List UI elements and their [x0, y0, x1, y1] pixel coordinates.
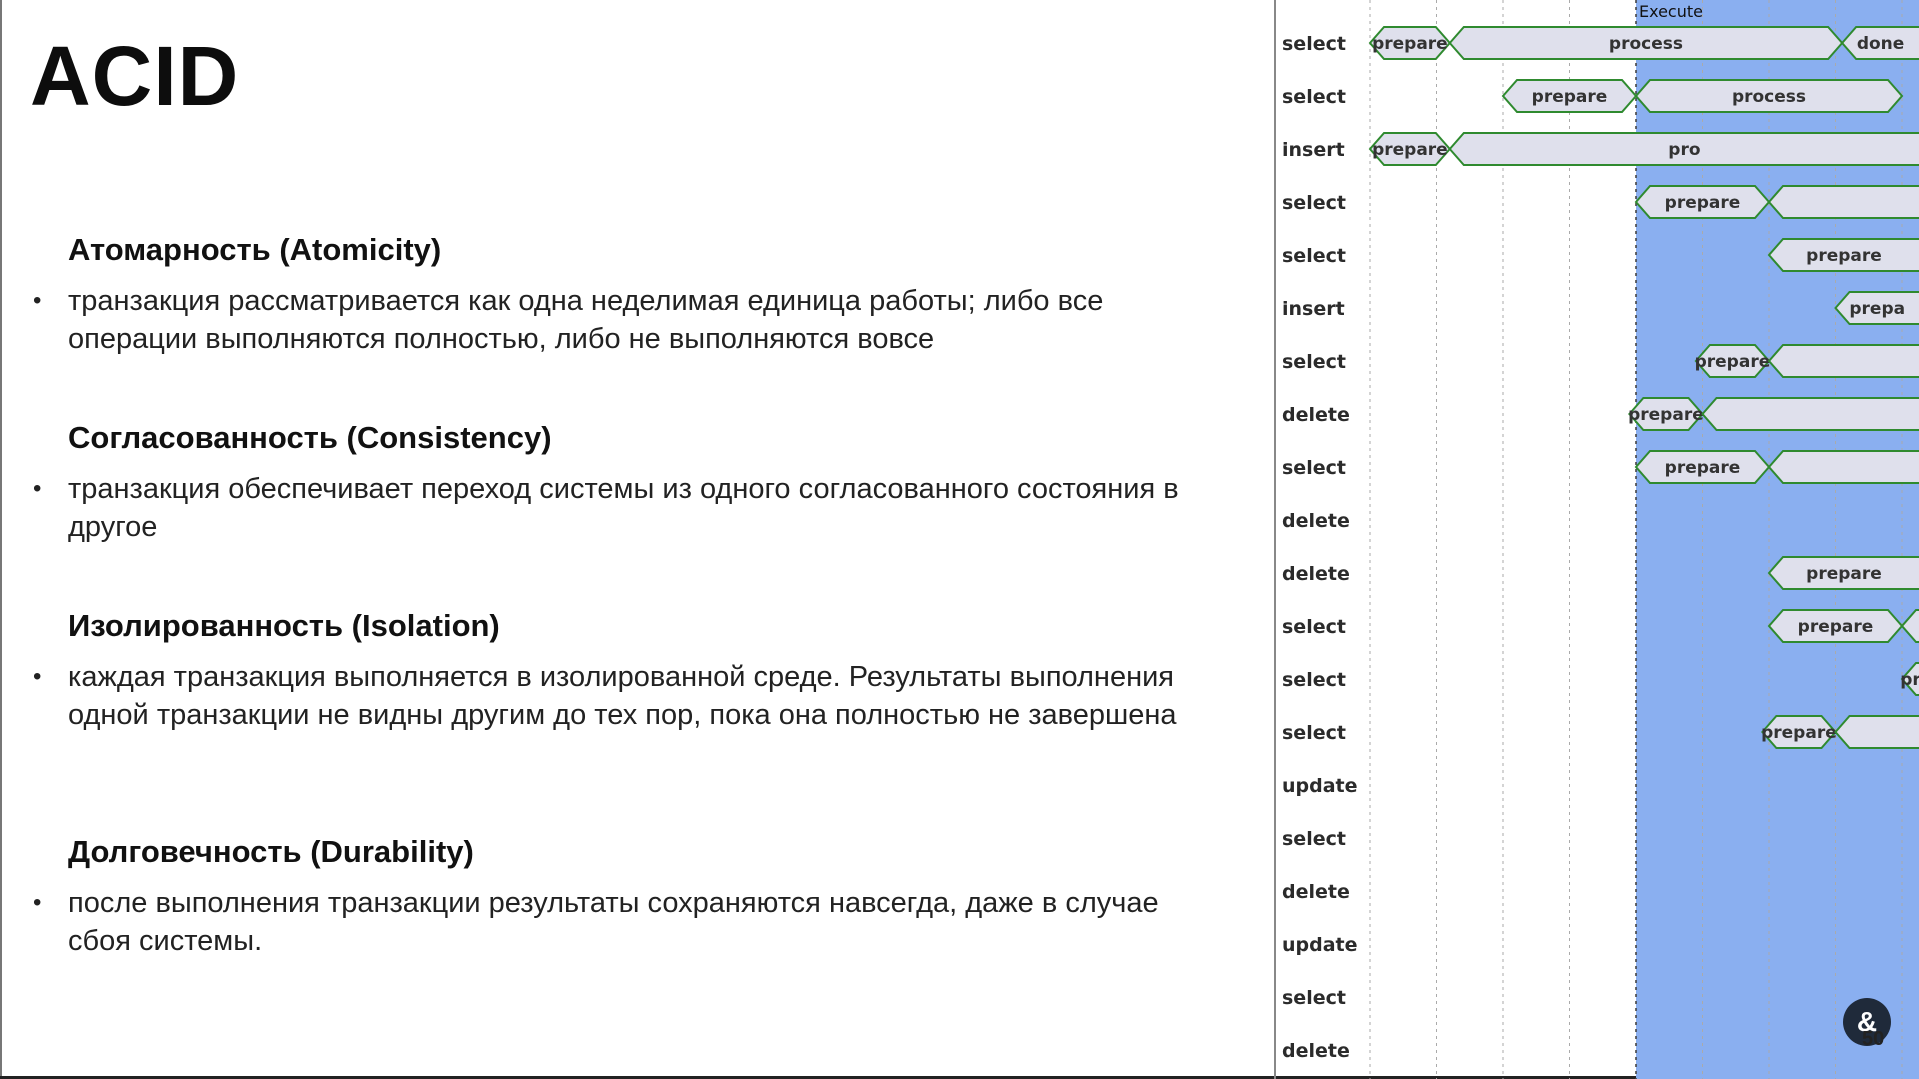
segment-label: prepare — [1665, 193, 1741, 213]
segment-label: pr — [1900, 670, 1919, 690]
operation-label: select — [1282, 987, 1346, 1009]
bullet-body: каждая транзакция выполняется в изолиров… — [68, 661, 1177, 731]
operation-label: delete — [1282, 404, 1350, 426]
segment-label: prepare — [1665, 458, 1741, 478]
bullet-text: • транзакция обеспечивает переход систем… — [33, 470, 1208, 546]
operation-label: insert — [1282, 298, 1345, 320]
execute-label: Execute — [1639, 2, 1703, 21]
operation-label: select — [1282, 722, 1346, 744]
segment-label: pro — [1668, 140, 1700, 160]
segment-label: process — [1609, 34, 1683, 54]
bullet-dot: • — [33, 663, 42, 690]
segment-label: done — [1857, 34, 1904, 54]
segment-label: prepa — [1849, 299, 1905, 319]
operation-label: select — [1282, 192, 1346, 214]
slide-title: ACID — [30, 29, 240, 123]
bullet-body: после выполнения транзакции результаты с… — [68, 887, 1159, 957]
operation-label: insert — [1282, 139, 1345, 161]
operation-label: delete — [1282, 881, 1350, 903]
segment-shape — [1767, 556, 1919, 590]
segment-shape — [1900, 662, 1919, 696]
segment-label: prepare — [1761, 723, 1837, 743]
bullet-body: транзакция рассматривается как одна неде… — [68, 285, 1104, 355]
section-consistency: Согласованность (Consistency) • транзакц… — [33, 420, 1208, 546]
left-border — [0, 0, 2, 1079]
operation-label: select — [1282, 245, 1346, 267]
section-heading: Атомарность (Atomicity) — [68, 232, 442, 267]
bottom-band — [0, 1076, 1919, 1079]
segment-label: process — [1732, 87, 1806, 107]
segment-shape — [1834, 291, 1919, 325]
segment-label: prepare — [1806, 564, 1882, 584]
bullet-text: • после выполнения транзакции результаты… — [33, 884, 1208, 960]
segment-label: prepare — [1532, 87, 1608, 107]
operation-label: select — [1282, 828, 1346, 850]
operation-label: select — [1282, 86, 1346, 108]
segment-shape — [1834, 715, 1919, 749]
section-heading: Согласованность (Consistency) — [68, 420, 552, 455]
section-isolation: Изолированность (Isolation) • каждая тра… — [33, 608, 1208, 734]
bullet-dot: • — [33, 475, 42, 502]
operation-label: select — [1282, 351, 1346, 373]
segment-label: prepare — [1695, 352, 1771, 372]
segment-shape — [1900, 609, 1919, 643]
slide-number: 50 — [1862, 1028, 1885, 1050]
operation-label: delete — [1282, 1040, 1350, 1062]
bullet-text: • каждая транзакция выполняется в изолир… — [33, 658, 1208, 734]
segment-shape — [1767, 450, 1919, 484]
section-durability: Долговечность (Durability) • после выпол… — [33, 834, 1208, 960]
operation-label: delete — [1282, 563, 1350, 585]
segment-label: prepare — [1806, 246, 1882, 266]
segment-label: prepare — [1372, 34, 1448, 54]
execute-region — [1636, 0, 1919, 1079]
segment-label: prepare — [1798, 617, 1874, 637]
operation-label: select — [1282, 669, 1346, 691]
operation-label: select — [1282, 457, 1346, 479]
bullet-text: • транзакция рассматривается как одна не… — [33, 282, 1208, 358]
operation-label: update — [1282, 934, 1358, 956]
section-heading: Изолированность (Isolation) — [68, 608, 500, 643]
segment-shape — [1634, 79, 1904, 113]
operation-label: select — [1282, 33, 1346, 55]
section-atomicity: Атомарность (Atomicity) • транзакция рас… — [33, 232, 1208, 358]
segment-shape — [1767, 185, 1919, 219]
segment-shape — [1767, 344, 1919, 378]
timing-chart: Execute select select insert select select ins… — [1274, 0, 1919, 1079]
bullet-dot: • — [33, 287, 42, 314]
segment-shape — [1448, 132, 1919, 166]
logo-icon: & — [1843, 998, 1891, 1046]
bullet-body: транзакция обеспечивает переход системы … — [68, 473, 1179, 543]
segment-shape — [1701, 397, 1919, 431]
segment-label: prepare — [1372, 140, 1448, 160]
segment-shape — [1840, 26, 1919, 60]
segment-label: prepare — [1628, 405, 1704, 425]
operation-label: delete — [1282, 510, 1350, 532]
operation-label: update — [1282, 775, 1358, 797]
operation-label: select — [1282, 616, 1346, 638]
bullet-dot: • — [33, 889, 42, 916]
section-heading: Долговечность (Durability) — [68, 834, 474, 869]
segment-shape — [1767, 238, 1919, 272]
